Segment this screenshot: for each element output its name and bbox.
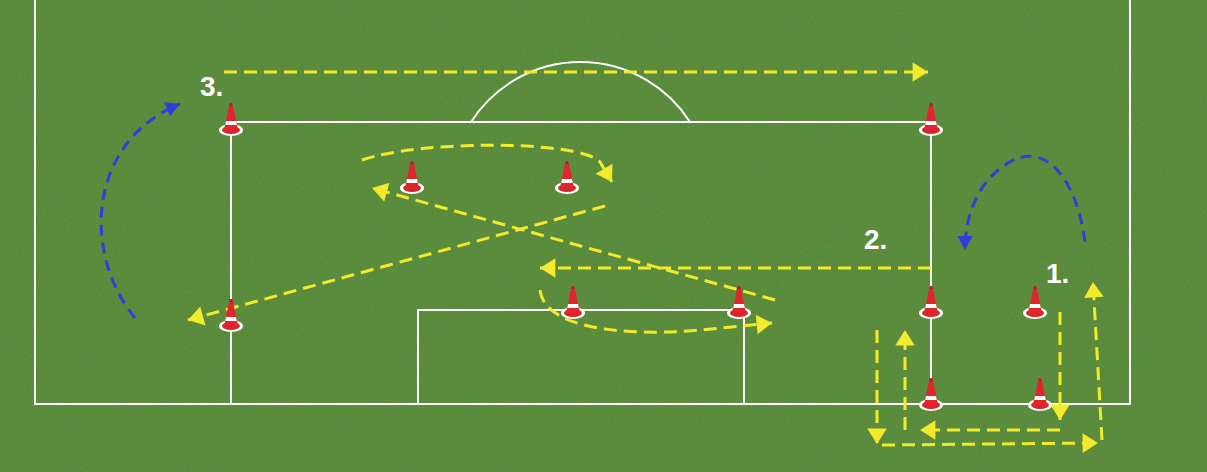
curved-runs bbox=[101, 104, 1085, 318]
callout-number: 2. bbox=[864, 226, 887, 254]
cones bbox=[219, 103, 1052, 411]
run-arrows bbox=[188, 72, 1102, 445]
callout-number: 1. bbox=[1046, 260, 1069, 288]
callout-number: 3. bbox=[200, 73, 223, 101]
pitch-lines bbox=[35, 0, 1130, 404]
